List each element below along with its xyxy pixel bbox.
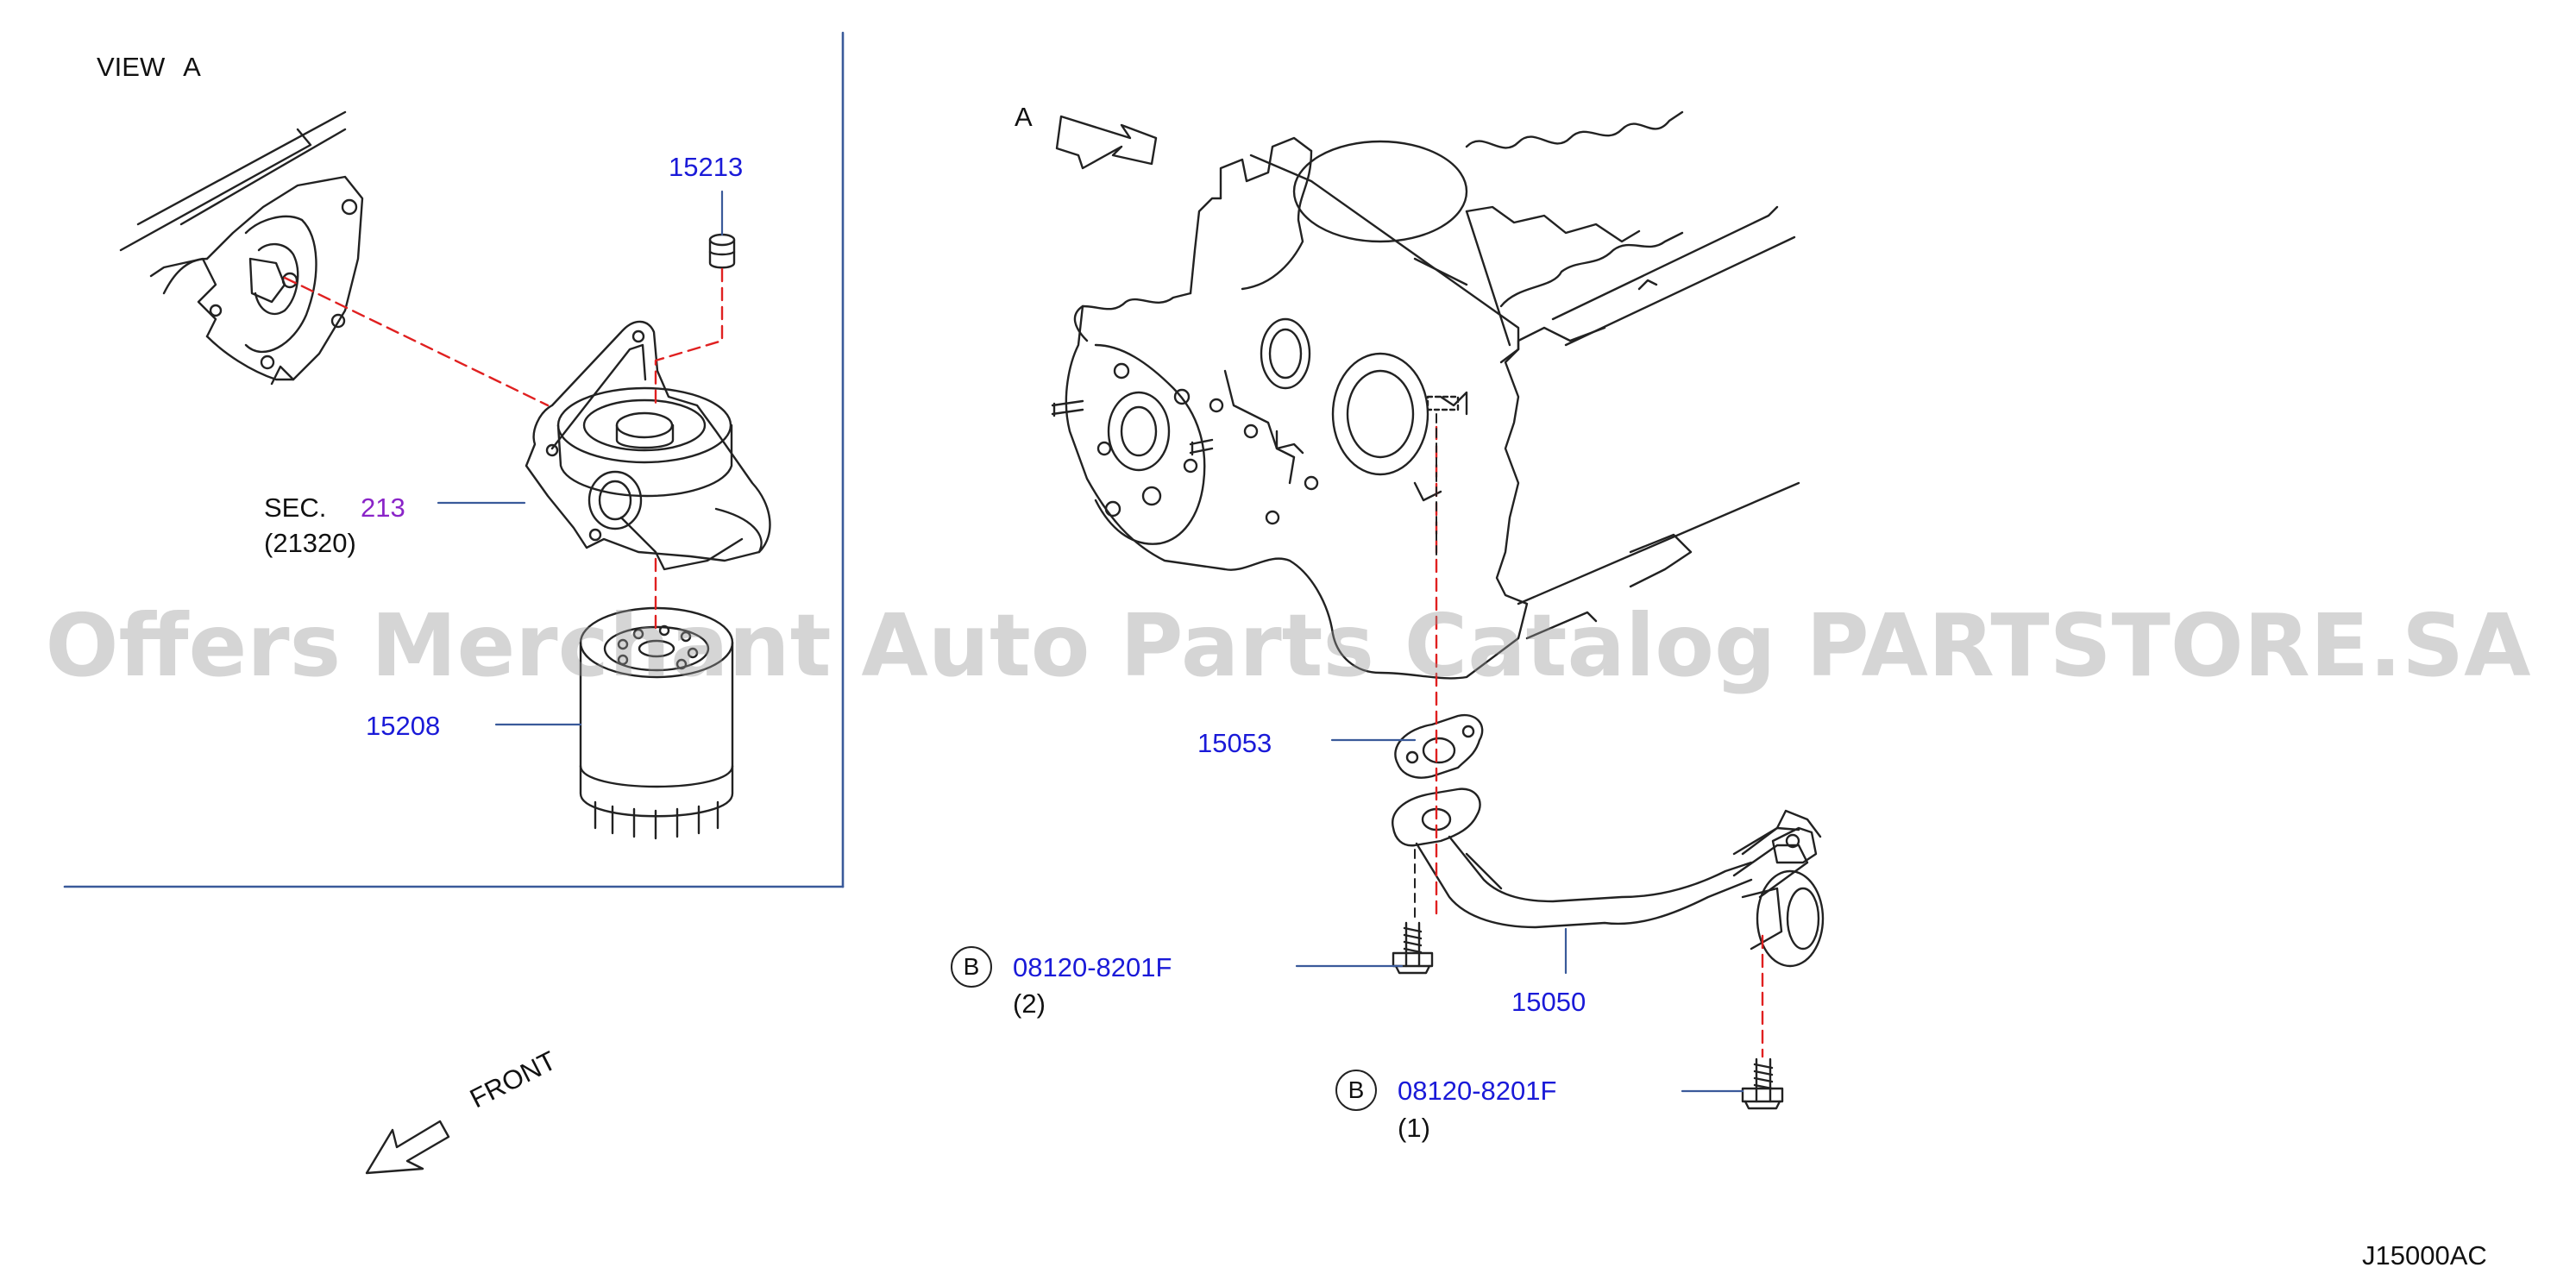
part-link-15213[interactable]: 15213: [669, 152, 744, 182]
arrow-a-label: A: [1015, 102, 1033, 132]
label-leader-lines: [437, 190, 1744, 1093]
section-subref: (21320): [264, 528, 356, 558]
part-link-bolt-1[interactable]: 08120-8201F: [1398, 1076, 1557, 1106]
part-link-15050[interactable]: 15050: [1511, 987, 1586, 1017]
bolt-1: [1741, 1057, 1784, 1110]
diagram-code: J15000AC: [2362, 1240, 2487, 1271]
gasket-15053: [1394, 713, 1484, 779]
section-link-213[interactable]: 213: [361, 493, 405, 523]
bolt-2-quantity: (2): [1013, 988, 1046, 1019]
assembly-guide-lines: [283, 267, 1764, 1058]
filter-bracket-view-a: [525, 320, 771, 571]
part-link-bolt-2[interactable]: 08120-8201F: [1013, 952, 1172, 982]
part-link-15208[interactable]: 15208: [366, 711, 441, 741]
bolt-2-circle-marker: B: [951, 946, 992, 988]
view-a-frame: [63, 31, 845, 888]
plug-15213: [708, 233, 736, 269]
front-arrow: [365, 1120, 450, 1175]
bolt-1-circle-marker: B: [1335, 1070, 1377, 1111]
oil-filter-15208: [579, 606, 734, 840]
view-direction-arrow: [1055, 115, 1158, 170]
section-prefix: SEC.: [264, 493, 327, 523]
view-a-label: VIEW A: [97, 52, 201, 82]
bolt-2: [1392, 921, 1434, 975]
part-link-15053[interactable]: 15053: [1197, 728, 1272, 758]
oil-strainer-15050: [1392, 787, 1825, 968]
bolt-1-quantity: (1): [1398, 1113, 1430, 1143]
engine-block-view-a: [119, 110, 364, 386]
engine-block-main: [1051, 110, 1800, 680]
